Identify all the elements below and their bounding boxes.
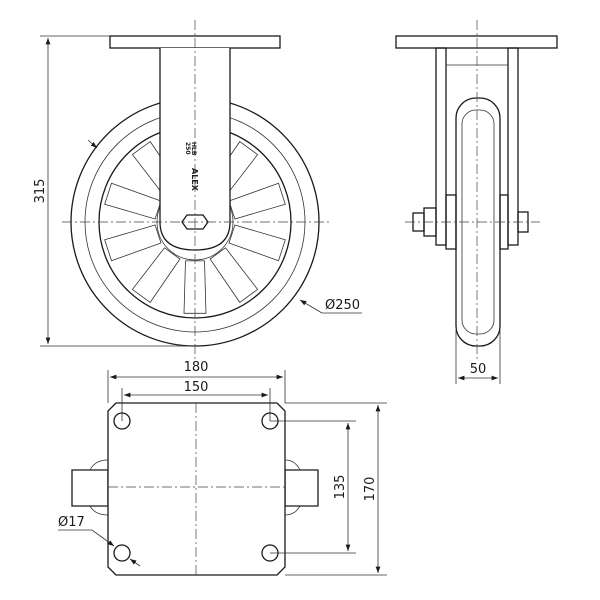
wheel-spoke: [228, 224, 286, 262]
side-view: 50: [395, 20, 558, 384]
wheel-stub-right-curve: [284, 459, 301, 516]
fork-marking-2: 250: [184, 142, 191, 155]
wheel-spoke: [228, 182, 286, 220]
top-plate: [107, 402, 286, 576]
dim-leader-17b: [129, 558, 141, 567]
dim-hole-spacing-x: 150: [184, 380, 209, 395]
dim-plate-width: 180: [184, 360, 209, 375]
wheel-spoke: [183, 260, 207, 314]
fork-marking-1: HLB: [190, 142, 197, 156]
dim-hole-spacing-y: 135: [333, 475, 348, 500]
top-view: 180 150 135 170 Ø17: [58, 360, 387, 576]
fork-marking-logo: ALEX: [190, 168, 199, 192]
wheel-spoke: [104, 224, 162, 262]
front-view: HLB 250 ALEX 315 Ø250: [33, 20, 362, 360]
wheel-stub-left-curve: [89, 459, 109, 516]
fork-leg-right: [507, 47, 519, 246]
wheel-stub-right: [284, 469, 319, 507]
dim-wheel-diameter: Ø250: [325, 298, 360, 313]
tire-leader: [87, 139, 98, 149]
mounting-plate-side: [395, 35, 558, 49]
dim-wheel-width: 50: [470, 362, 487, 377]
wheel-spoke: [131, 247, 181, 303]
wheel-spoke: [104, 182, 162, 220]
dim-plate-length: 170: [363, 477, 378, 502]
dim-overall-height: 315: [33, 179, 48, 204]
dim-hole-diameter: Ø17: [58, 515, 85, 530]
dim-leader-250: [299, 299, 323, 314]
wheel-spoke: [209, 247, 259, 303]
dim-leader-17: [58, 529, 115, 547]
axle-nut: [181, 214, 209, 230]
wheel-stub-left: [71, 469, 109, 507]
mounting-hole: [113, 544, 131, 562]
fork-leg-left: [435, 47, 447, 246]
